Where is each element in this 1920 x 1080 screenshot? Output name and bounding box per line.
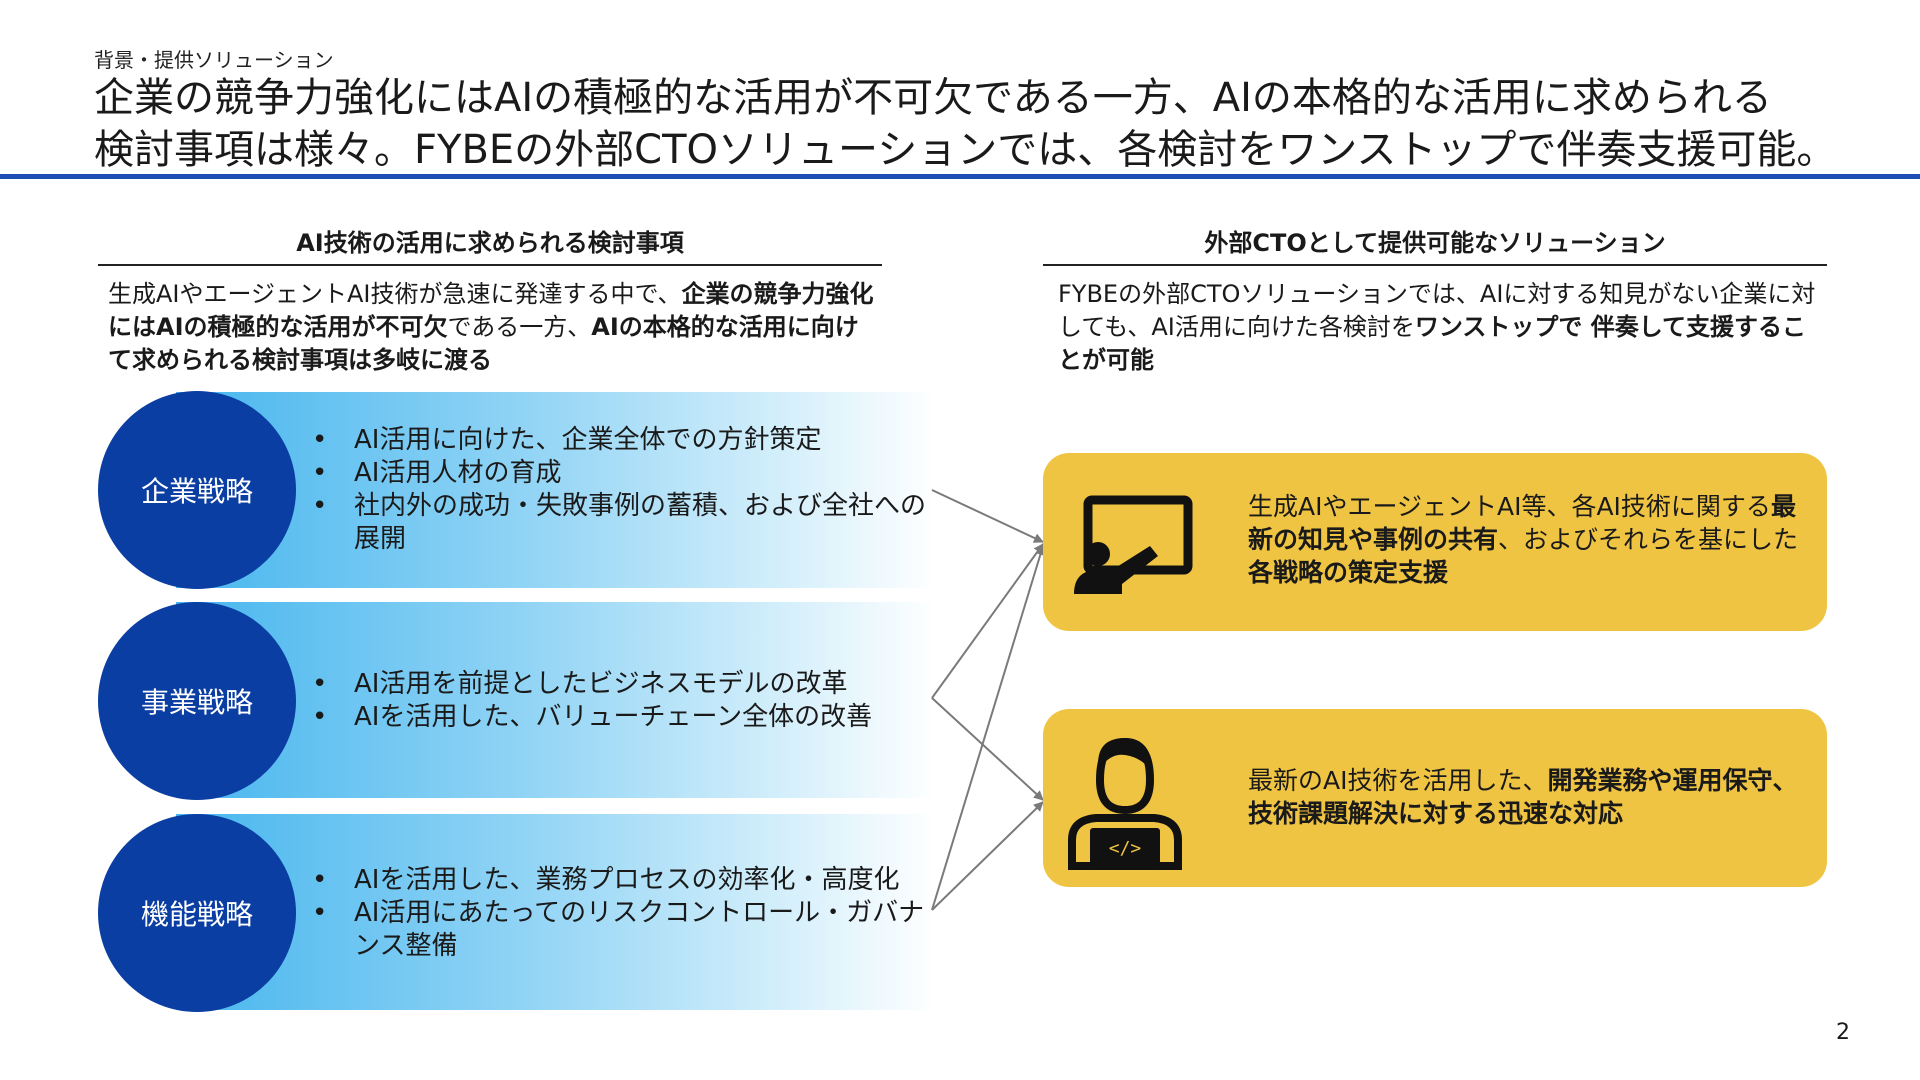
solution-card-development-text: 最新のAI技術を活用した、開発業務や運用保守、技術課題解決に対する迅速な対応 [1248,764,1808,830]
list-item: AI活用に向けた、企業全体での方針策定 [312,424,932,457]
left-intro-text: 生成AIやエージェントAI技術が急速に発達する中で、企業の競争力強化にはAIの積… [108,278,878,377]
list-item: AI活用人材の育成 [312,457,932,490]
card-text-seg: 開発業務や運用保守、技術課題解決に対する迅速な対応 [1248,766,1798,828]
right-intro-text: FYBEの外部CTOソリューションでは、AIに対する知見がない企業に対しても、A… [1058,278,1828,377]
strategy-bullets-functional: AIを活用した、業務プロセスの効率化・高度化 AI活用にあたってのリスクコントロ… [312,864,932,963]
page-number: 2 [1836,1020,1850,1045]
card-text-seg: 、およびそれらを基にした [1498,525,1799,554]
right-column-heading: 外部CTOとして提供可能なソリューション [1204,229,1666,257]
solution-card-knowledge-text: 生成AIやエージェントAI等、各AI技術に関する最新の知見や事例の共有、およびそ… [1248,490,1808,589]
list-item: AIを活用した、バリューチェーン全体の改善 [312,701,932,734]
right-intro-seg: FYBEの外部CTOソリューションでは、AIに対する知見がない企業に対しても、A… [1058,280,1816,341]
right-heading-rule [1043,264,1827,266]
developer-icon: </> [1068,737,1182,870]
list-item: AI活用を前提としたビジネスモデルの改革 [312,668,932,701]
page-title-line-1: 企業の競争力強化にはAIの積極的な活用が不可欠である一方、AIの本格的な活用に求… [94,75,1772,121]
svg-text:</>: </> [1109,838,1142,859]
title-divider [0,174,1920,179]
breadcrumb: 背景・提供ソリューション [94,48,334,72]
arrow-business-to-knowledge [931,543,1044,699]
strategy-bullets-corporate: AI活用に向けた、企業全体での方針策定 AI活用人材の育成 社内外の成功・失敗事… [312,424,932,556]
left-intro-seg: AIの本格的な活用に向けて求められる検討事項は多岐に渡る [108,313,859,374]
solution-card-knowledge [1043,453,1827,631]
strategy-circle-functional: 機能戦略 [98,814,296,1012]
arrow-functional-to-knowledge [931,545,1046,911]
list-item: 社内外の成功・失敗事例の蓄積、および全社への展開 [312,490,932,556]
solution-card-development [1043,709,1827,887]
strategy-label: 事業戦略 [140,686,253,719]
strategy-bullets-business: AI活用を前提としたビジネスモデルの改革 AIを活用した、バリューチェーン全体の… [312,668,932,734]
card-text-seg: 最新のAI技術を活用した、 [1248,766,1548,795]
card-text-seg: 生成AIやエージェントAI等、各AI技術に関する [1248,492,1771,521]
left-intro-seg: 生成AIやエージェントAI技術が急速に発達する中で、 [108,280,682,308]
list-item: AI活用にあたってのリスクコントロール・ガバナンス整備 [312,897,932,963]
card-text-seg: 最新の知見や事例の共有 [1248,492,1796,554]
card-text-seg: 各戦略の策定支援 [1248,558,1449,587]
presentation-icon [1074,495,1193,594]
arrow-business-to-development [931,697,1044,801]
left-intro-seg: である一方、 [447,313,592,341]
arrow-functional-to-development [931,801,1044,911]
page-title-line-2: 検討事項は様々。FYBEの外部CTOソリューションでは、各検討をワンストップで伴… [94,127,1837,173]
strategy-circle-business: 事業戦略 [98,602,296,800]
list-item: AIを活用した、業務プロセスの効率化・高度化 [312,864,932,897]
strategy-circle-corporate: 企業戦略 [98,391,296,589]
left-heading-rule [98,264,882,266]
right-intro-seg: ワンストップで 伴奏して支援することが可能 [1058,313,1807,374]
left-intro-seg: 企業の競争力強化にはAIの積極的な活用が不可欠 [108,280,874,341]
arrow-corporate-to-knowledge [931,489,1044,543]
page-title: 企業の競争力強化にはAIの積極的な活用が不可欠である一方、AIの本格的な活用に求… [94,72,1894,176]
left-column-heading: AI技術の活用に求められる検討事項 [296,229,684,257]
strategy-label: 企業戦略 [140,475,253,508]
strategy-label: 機能戦略 [140,898,253,931]
